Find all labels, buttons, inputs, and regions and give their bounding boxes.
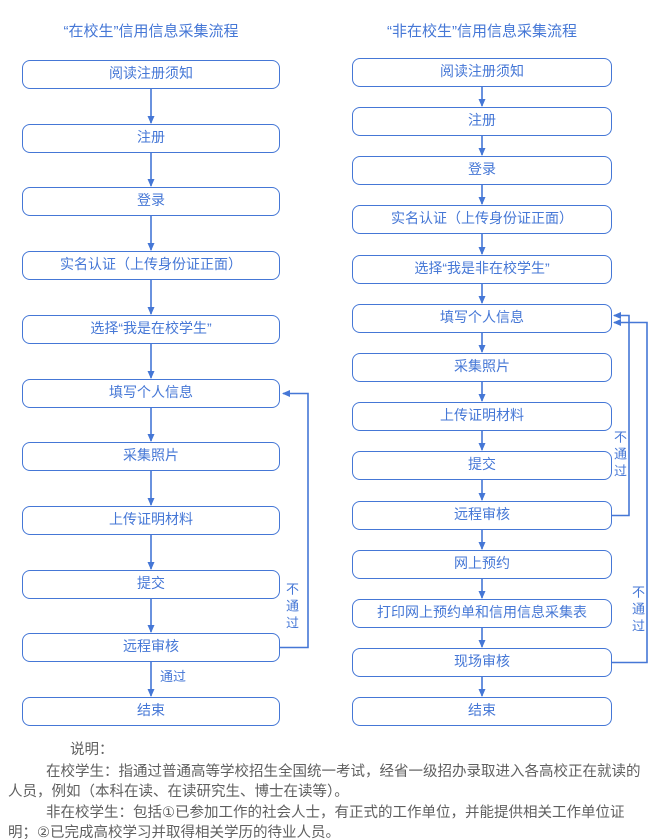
- notes-paragraph-non-student: 非在校学生：包括①已参加工作的社会人士，有正式的工作单位，并能提供相关工作单位证…: [8, 804, 625, 839]
- left-step-submit: 提交: [22, 570, 280, 599]
- left-step-read-notice: 阅读注册须知: [22, 60, 280, 89]
- right-flow-title: “非在校生”信用信息采集流程: [387, 23, 577, 40]
- right-step-login: 登录: [352, 156, 612, 185]
- notes-paragraph-student: 在校学生：指通过普通高等学校招生全国统一考试，经省一级招办录取进入各高校正在就读…: [8, 763, 641, 801]
- left-step-end: 结束: [22, 697, 280, 726]
- right-step-realname-auth: 实名认证（上传身份证正面）: [352, 205, 612, 234]
- right-step-online-booking: 网上预约: [352, 550, 612, 579]
- left-pass-label: 通过: [160, 669, 187, 684]
- left-fail-label: 不通过: [284, 582, 299, 633]
- right-fail-label-remote: 不通过: [612, 430, 627, 481]
- right-fail-label-onsite: 不通过: [630, 585, 645, 636]
- left-flow-title: “在校生”信用信息采集流程: [63, 23, 239, 40]
- right-step-choose-non-student: 选择“我是非在校学生”: [352, 255, 612, 284]
- left-step-login: 登录: [22, 187, 280, 216]
- right-step-upload-proof: 上传证明材料: [352, 402, 612, 431]
- left-step-choose-student: 选择“我是在校学生”: [22, 315, 280, 344]
- right-step-fill-info: 填写个人信息: [352, 304, 612, 333]
- left-step-fill-info: 填写个人信息: [22, 379, 280, 408]
- right-step-remote-review: 远程审核: [352, 501, 612, 530]
- right-step-onsite-review: 现场审核: [352, 648, 612, 677]
- right-step-collect-photo: 采集照片: [352, 353, 612, 382]
- left-step-remote-review: 远程审核: [22, 633, 280, 662]
- left-step-register: 注册: [22, 124, 280, 153]
- notes-heading: 说明：: [70, 742, 114, 758]
- right-step-register: 注册: [352, 107, 612, 136]
- left-step-collect-photo: 采集照片: [22, 442, 280, 471]
- left-step-realname-auth: 实名认证（上传身份证正面）: [22, 251, 280, 280]
- right-step-submit: 提交: [352, 451, 612, 480]
- right-step-end: 结束: [352, 697, 612, 726]
- notes-section: 说明： 在校学生：指通过普通高等学校招生全国统一考试，经省一级招办录取进入各高校…: [8, 740, 652, 839]
- right-step-read-notice: 阅读注册须知: [352, 58, 612, 87]
- right-step-print-forms: 打印网上预约单和信用信息采集表: [352, 599, 612, 628]
- left-step-upload-proof: 上传证明材料: [22, 506, 280, 535]
